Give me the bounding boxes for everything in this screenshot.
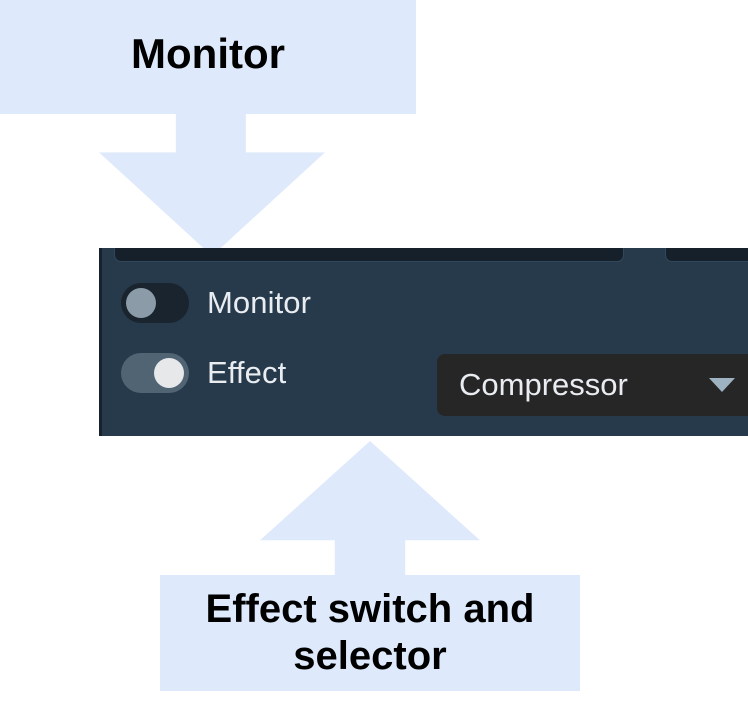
annotation-callout-effect-text: Effect switch and selector (205, 586, 535, 678)
annotation-callout-monitor-text: Monitor (131, 30, 285, 78)
effect-label: Effect (207, 355, 287, 390)
effect-selector-dropdown[interactable]: Compressor (437, 354, 748, 416)
effect-toggle-knob (154, 358, 184, 388)
annotation-callout-effect: Effect switch and selector (160, 575, 580, 691)
arrow-up-icon (260, 441, 480, 577)
monitor-label: Monitor (207, 285, 312, 320)
annotation-callout-monitor: Monitor (0, 0, 416, 114)
monitor-toggle-knob (126, 288, 156, 318)
clipped-field-above-small[interactable] (665, 248, 748, 262)
audio-settings-panel: Monitor Effect Compressor (99, 248, 748, 436)
monitor-row: Monitor (121, 280, 311, 326)
panel-left-border (99, 248, 102, 436)
arrow-down-icon (99, 114, 325, 256)
clipped-field-above-wide[interactable] (114, 248, 624, 262)
effect-selector-value: Compressor (459, 367, 628, 402)
effect-toggle[interactable] (121, 353, 189, 393)
monitor-toggle[interactable] (121, 283, 189, 323)
chevron-down-icon[interactable] (709, 378, 735, 392)
effect-row: Effect (121, 350, 286, 396)
